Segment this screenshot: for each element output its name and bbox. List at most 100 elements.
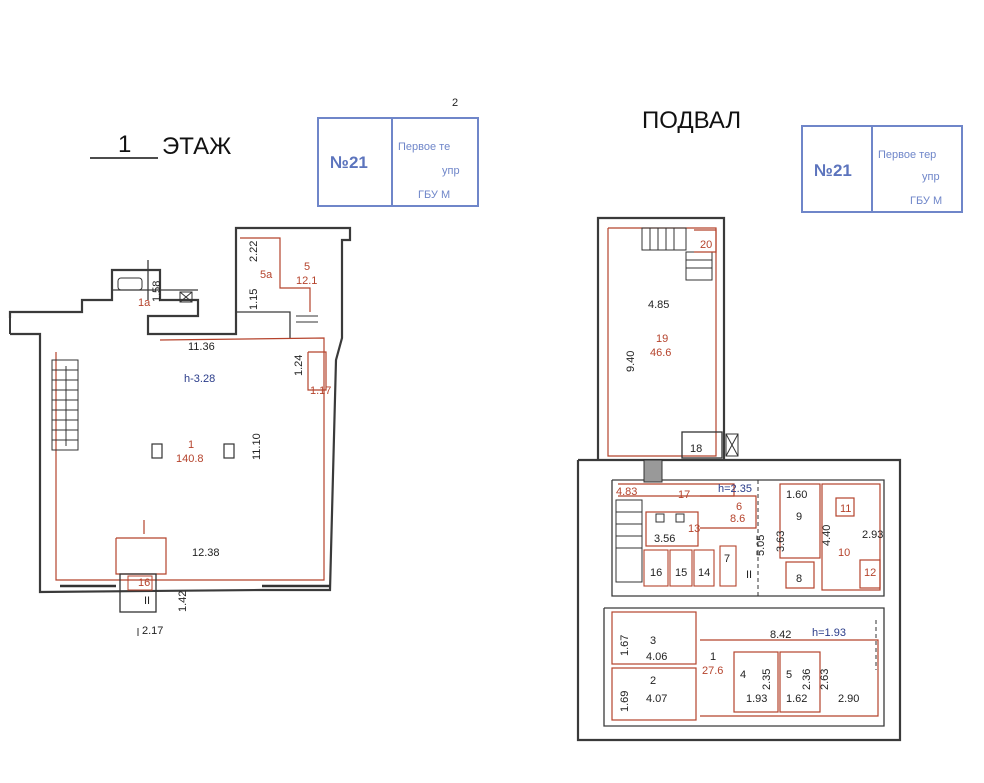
basement-height-2-35: h=2.35 bbox=[718, 483, 752, 495]
basement-room-9: 9 bbox=[796, 511, 802, 523]
basement-room9-outline bbox=[779, 483, 821, 559]
basement-fixture-a bbox=[655, 513, 665, 523]
basement-fixture-b bbox=[675, 513, 685, 523]
floor1-niche-outline bbox=[307, 351, 327, 391]
basement-room-17: 17 bbox=[678, 489, 690, 501]
floor1-room-1a: 1а bbox=[138, 297, 151, 309]
basement-room-1: 1 bbox=[710, 651, 716, 663]
basement-dim-2-63: 2.63 bbox=[819, 669, 831, 690]
basement-room12-outline bbox=[859, 559, 881, 589]
floor1-room-5a: 5а bbox=[260, 269, 273, 281]
basement-dim-5-05: 5.05 bbox=[755, 535, 767, 556]
basement-room19-wall bbox=[596, 216, 726, 460]
basement-room18-box bbox=[681, 431, 723, 459]
basement-height-1-93: h=1.93 bbox=[812, 627, 846, 639]
floor1-dim-1-58: 1.58 bbox=[151, 281, 163, 302]
floor1-column-right bbox=[223, 443, 235, 459]
basement-plan: ПОДВАЛ №21 Первое тер упр ГБУ М bbox=[576, 107, 963, 742]
floor1-vent-cross2 bbox=[179, 291, 193, 303]
floor1-corner-mark: 2 bbox=[452, 97, 458, 109]
basement-room16-box bbox=[643, 549, 669, 587]
floor1-sink-icon bbox=[117, 277, 143, 291]
floor1-dim-2-17: 2.17 bbox=[142, 625, 163, 637]
floor1-dim-2-22: 2.22 bbox=[248, 241, 260, 262]
basement-room14-box bbox=[693, 549, 715, 587]
floor1-room-5: 5 bbox=[304, 261, 310, 273]
basement-room-II: II bbox=[746, 569, 752, 581]
basement-dim-4-83: 4.83 bbox=[616, 486, 637, 498]
basement-stamp-number: №21 bbox=[814, 161, 852, 180]
floor1-dim-1-42: 1.42 bbox=[177, 591, 189, 612]
basement-room-10: 10 bbox=[838, 547, 850, 559]
floor1-room-1: 1 bbox=[188, 439, 194, 451]
basement-room-19: 19 bbox=[656, 333, 668, 345]
floor1-stamp-line1: Первое те bbox=[398, 141, 450, 153]
basement-room-16: 16 bbox=[650, 567, 662, 579]
basement-hatch-block bbox=[643, 459, 663, 483]
basement-room5-outline bbox=[779, 651, 821, 713]
basement-room-18: 18 bbox=[690, 443, 702, 455]
basement-room-5: 5 bbox=[786, 669, 792, 681]
basement-room-7: 7 bbox=[724, 553, 730, 565]
basement-dim-4-85: 4.85 bbox=[648, 299, 669, 311]
basement-dim-3-56: 3.56 bbox=[654, 533, 675, 545]
floor1-dim-1-15: 1.15 bbox=[248, 289, 260, 310]
basement-room1-outline bbox=[700, 639, 879, 717]
floor1-room16-box bbox=[127, 575, 153, 591]
basement-dim-8-42: 8.42 bbox=[770, 629, 791, 641]
basement-registration-stamp: №21 Первое тер упр ГБУ М bbox=[801, 125, 963, 213]
basement-title: ПОДВАЛ bbox=[642, 107, 741, 134]
basement-room-11: 11 bbox=[840, 503, 851, 515]
basement-room3-outline bbox=[611, 611, 697, 665]
basement-shaft-cross2 bbox=[725, 433, 739, 457]
basement-stamp-line2: упр bbox=[922, 171, 940, 183]
basement-dim-2-36: 2.36 bbox=[801, 669, 813, 690]
basement-area-6: 8.6 bbox=[730, 513, 745, 525]
basement-area-19: 46.6 bbox=[650, 347, 671, 359]
basement-room-8: 8 bbox=[796, 573, 802, 585]
floor1-ceiling-height: h-3.28 bbox=[184, 373, 215, 385]
floor1-room5-wall bbox=[236, 311, 291, 338]
basement-room-6: 6 bbox=[736, 501, 742, 513]
basement-room7-box bbox=[719, 545, 737, 587]
floor1-dim-1-24: 1.24 bbox=[293, 355, 305, 376]
basement-room-15: 15 bbox=[675, 567, 687, 579]
basement-room-4: 4 bbox=[740, 669, 746, 681]
floor1-area-5: 12.1 bbox=[296, 275, 317, 287]
basement-inner-wall bbox=[611, 479, 885, 597]
basement-room6-outline bbox=[700, 495, 757, 529]
floor1-title-number: 1 bbox=[118, 131, 131, 158]
basement-dim-1-93: 1.93 bbox=[746, 693, 767, 705]
basement-room11-outline bbox=[835, 497, 855, 517]
floor1-room5a-outline bbox=[240, 237, 311, 312]
basement-stamp-line3: ГБУ М bbox=[910, 195, 942, 207]
basement-room8-outline bbox=[785, 561, 815, 589]
basement-dim-4-06: 4.06 bbox=[646, 651, 667, 663]
basement-room13-outline bbox=[645, 511, 699, 547]
basement-room-20: 20 bbox=[700, 239, 712, 251]
floor1-entrance-outline bbox=[115, 537, 167, 575]
basement-room-2: 2 bbox=[650, 675, 656, 687]
floor1-stamp-number: №21 bbox=[330, 153, 368, 172]
floor1-room1-outline bbox=[55, 337, 325, 581]
basement-dim-1-69: 1.69 bbox=[619, 691, 631, 712]
basement-outer-wall bbox=[576, 458, 902, 742]
basement-dim-1-62: 1.62 bbox=[786, 693, 807, 705]
basement-room10-outline bbox=[821, 483, 881, 591]
basement-dim-2-35: 2.35 bbox=[761, 669, 773, 690]
basement-stamp-line1: Первое тер bbox=[878, 149, 936, 161]
basement-dim-2-90: 2.90 bbox=[838, 693, 859, 705]
floor1-stamp-frame bbox=[317, 117, 479, 207]
basement-room17-outline bbox=[618, 483, 735, 497]
basement-room4-outline bbox=[733, 651, 779, 713]
floor1-column-left bbox=[151, 443, 163, 459]
basement-dim-3-63: 3.63 bbox=[775, 531, 787, 552]
basement-dim-1-67: 1.67 bbox=[619, 635, 631, 656]
floor1-title-word: ЭТАЖ bbox=[162, 133, 231, 160]
floor1-plan: 1 ЭТАЖ 2 №21 Первое те упр ГБУ М bbox=[8, 97, 479, 637]
basement-dim-9-40: 9.40 bbox=[625, 351, 637, 372]
basement-room-14: 14 bbox=[698, 567, 710, 579]
basement-room2-outline bbox=[611, 667, 697, 721]
